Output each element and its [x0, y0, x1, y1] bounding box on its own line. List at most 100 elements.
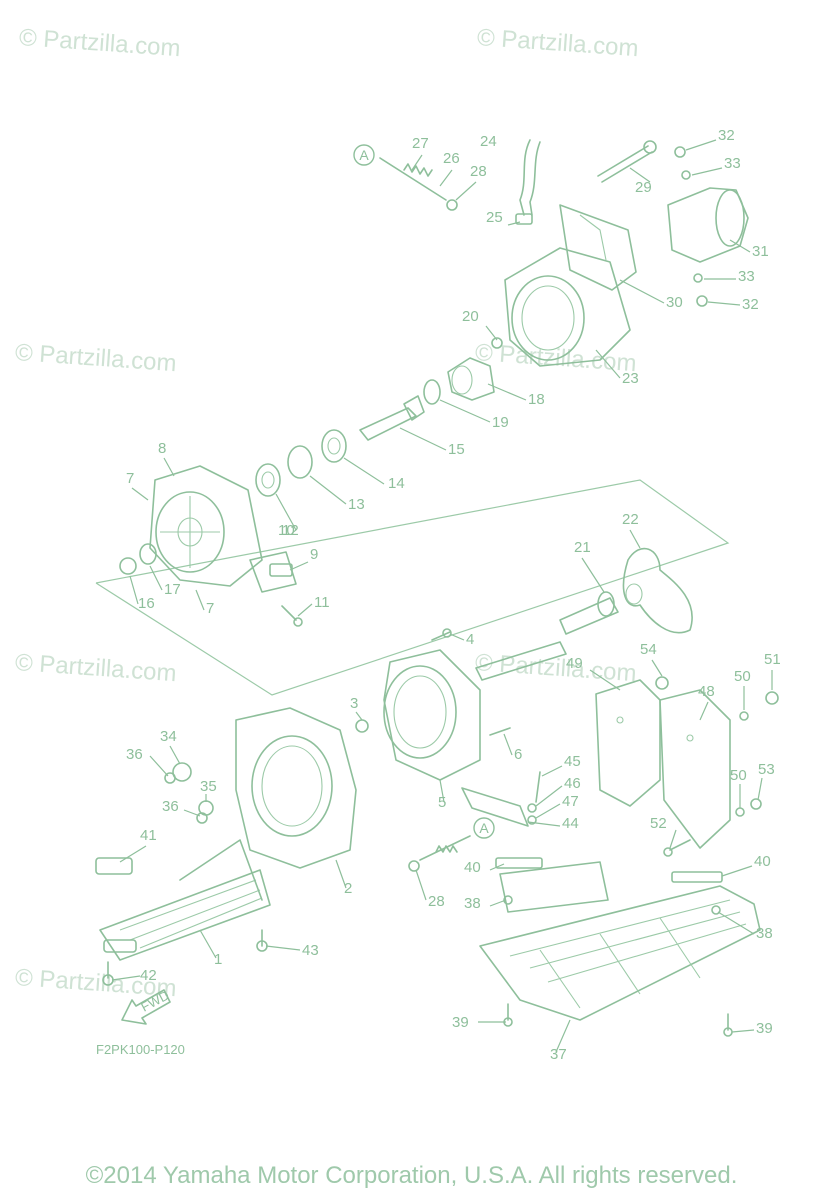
part-29-bolt	[597, 140, 657, 183]
part-18-cap	[423, 337, 503, 405]
part-number-label: 39	[452, 1014, 469, 1031]
part-number-label: 4	[466, 631, 474, 648]
part-number-label: 18	[528, 391, 545, 408]
part-number-label: 39	[756, 1020, 773, 1037]
part-number-label: 11	[314, 594, 330, 611]
part-number-label: 29	[635, 179, 652, 196]
part-number-label: 53	[758, 761, 775, 778]
part-number-label: 6	[514, 746, 522, 763]
part-number-label: 25	[486, 209, 503, 226]
part-28-lower-bolt	[408, 835, 471, 872]
part-number-labels: 2726282425293233313332302320181915141312…	[126, 127, 781, 1063]
part-number-label: 26	[443, 150, 460, 167]
part-number-label: 47	[562, 793, 579, 810]
part-number-label: 7	[126, 470, 134, 487]
watermark: © Partzilla.com	[14, 339, 177, 377]
part-number-label: 48	[698, 683, 715, 700]
part-number-label: 21	[574, 539, 591, 556]
watermark: © Partzilla.com	[474, 339, 637, 377]
part-number-label: 50	[730, 767, 747, 784]
part-number-label: 9	[310, 546, 318, 563]
copyright-notice: ©2014 Yamaha Motor Corporation, U.S.A. A…	[85, 1162, 738, 1189]
part-24-hose	[515, 139, 541, 225]
group-frame	[95, 479, 730, 696]
part-8-impeller-housing	[119, 465, 303, 627]
part-number-label: 16	[138, 595, 155, 612]
part-number-label: 12	[282, 522, 299, 539]
part-number-label: 38	[756, 925, 773, 942]
part-number-label: 37	[550, 1046, 567, 1063]
callout-letter-upper: A	[359, 147, 369, 163]
part-number-label: 23	[622, 370, 639, 387]
part-number-label: 28	[428, 893, 445, 910]
part-number-label: 40	[754, 853, 771, 870]
part-number-label: 46	[564, 775, 581, 792]
part-37-ride-plate	[479, 857, 761, 1037]
part-31-nozzle	[667, 146, 749, 307]
part-number-label: 3	[350, 695, 358, 712]
callout-a-lower: A	[473, 817, 495, 839]
part-number-label: 30	[666, 294, 683, 311]
part-number-label: 22	[622, 511, 639, 528]
part-number-label: 36	[126, 746, 143, 763]
part-number-label: 32	[718, 127, 735, 144]
part-number-label: 40	[464, 859, 481, 876]
part-14-bearing	[255, 429, 347, 497]
part-number-label: 33	[738, 268, 755, 285]
part-number-label: 50	[734, 668, 751, 685]
part-number-label: 1	[214, 951, 222, 968]
part-number-label: 45	[564, 753, 581, 770]
part-48-side-plate	[595, 676, 779, 849]
part-number-label: 13	[348, 496, 365, 513]
part-number-label: 49	[566, 655, 583, 672]
part-number-label: 33	[724, 155, 741, 172]
part-30-pump-housing	[504, 204, 637, 367]
part-27-bolt	[379, 157, 458, 211]
callout-letter-lower: A	[479, 820, 489, 836]
part-number-label: 35	[200, 778, 217, 795]
part-number-label: 44	[562, 815, 579, 832]
part-52-bolt	[663, 839, 691, 857]
part-5-intake-duct	[383, 628, 567, 781]
part-number-label: 27	[412, 135, 429, 152]
watermark: © Partzilla.com	[18, 24, 181, 62]
part-number-label: 5	[438, 794, 446, 811]
watermark: © Partzilla.com	[476, 24, 639, 62]
part-number-label: 32	[742, 296, 759, 313]
part-44-bracket	[461, 771, 541, 827]
part-number-label: 28	[470, 163, 487, 180]
part-number-label: 52	[650, 815, 667, 832]
part-15-shaft	[359, 395, 425, 441]
part-number-label: 54	[640, 641, 657, 658]
part-number-label: 15	[448, 441, 465, 458]
part-number-label: 14	[388, 475, 405, 492]
callout-a-upper: A	[353, 144, 375, 166]
part-number-label: 34	[160, 728, 177, 745]
part-number-label: 24	[480, 133, 497, 150]
part-number-label: 36	[162, 798, 179, 815]
part-2-adapter	[235, 707, 369, 869]
part-34-washers	[164, 762, 214, 824]
part-number-label: 20	[462, 308, 479, 325]
part-number-label: 51	[764, 651, 781, 668]
part-number-label: 2	[344, 880, 352, 897]
part-number-label: 10	[278, 522, 295, 539]
leader-lines	[111, 139, 773, 1053]
part-number-label: 8	[158, 440, 166, 457]
part-number-label: 19	[492, 414, 509, 431]
part-number-label: 17	[164, 581, 181, 598]
part-number-label: 31	[752, 243, 769, 260]
watermark: © Partzilla.com	[474, 649, 637, 687]
part-1-intake-grate	[95, 839, 271, 986]
part-number-label: 42	[140, 967, 157, 984]
part-22-impeller	[559, 547, 693, 635]
part-number-label: 38	[464, 895, 481, 912]
part-number-label: 7	[206, 600, 214, 617]
part-number-label: 43	[302, 942, 319, 959]
part-number-label: 41	[140, 827, 157, 844]
diagram-code: F2PK100-P120	[96, 1042, 185, 1057]
watermark: © Partzilla.com	[14, 649, 177, 687]
watermark-layer: © Partzilla.com © Partzilla.com © Partzill…	[14, 24, 639, 1002]
